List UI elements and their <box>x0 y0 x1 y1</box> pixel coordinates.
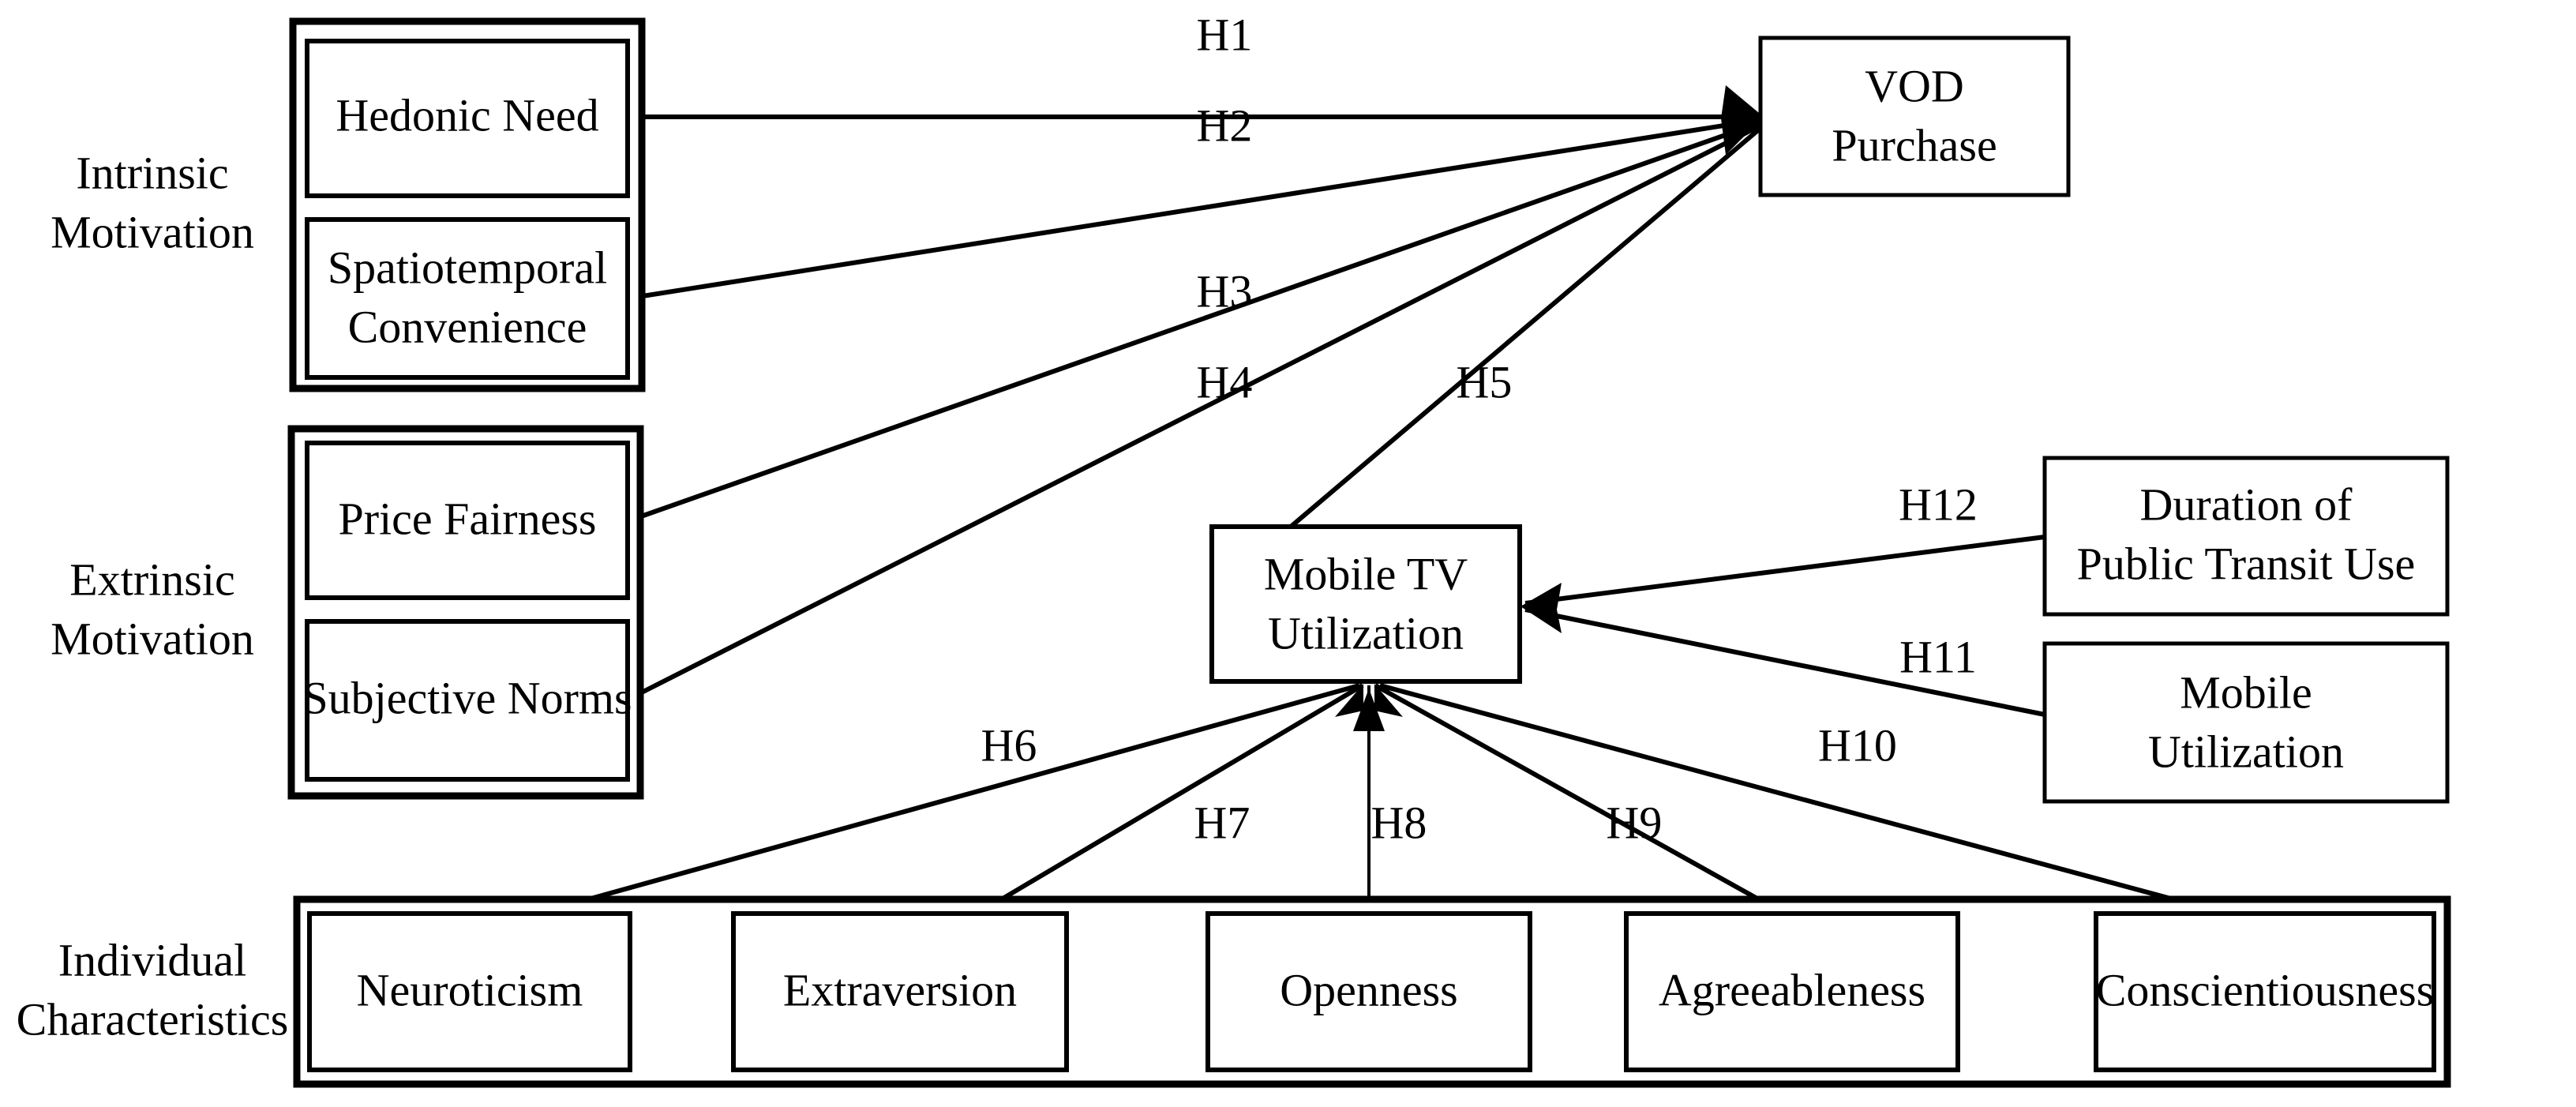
node-box-price-fairness[interactable] <box>305 441 630 600</box>
hypothesis-label-h2: H2 <box>1197 99 1253 151</box>
group-label-intrinsic-line1: Intrinsic <box>76 147 228 198</box>
node-box-mobile-tv-utilization[interactable] <box>1209 524 1522 684</box>
arrowhead-mobile-tv-center <box>1353 689 1385 731</box>
node-label-openness: Openness <box>1280 964 1458 1015</box>
link-h11 <box>1524 607 2045 717</box>
node-box-openness[interactable] <box>1206 911 1532 1072</box>
link-h12 <box>1524 535 2045 606</box>
link-h10 <box>1379 683 2227 916</box>
node-box-hedonic-need[interactable] <box>305 39 630 198</box>
node-label-subjective-norms: Subjective Norms <box>302 672 632 723</box>
group-label-extrinsic-line2: Motivation <box>51 613 254 664</box>
node-label-neuroticism: Neuroticism <box>357 964 583 1015</box>
node-label-duration-transit-line1: Duration of <box>2140 478 2353 530</box>
hypothesis-label-h7: H7 <box>1194 797 1251 848</box>
node-label-hedonic-need: Hedonic Need <box>336 89 598 141</box>
node-label-vod-purchase-line2: Purchase <box>1832 119 1997 171</box>
arrowhead-mobile-tv-right <box>1374 684 1403 717</box>
group-label-individual-line1: Individual <box>58 934 246 985</box>
node-label-mobile-utilization-line2: Utilization <box>2148 726 2344 777</box>
node-box-neuroticism[interactable] <box>307 911 632 1072</box>
node-box-conscientiousness[interactable] <box>2094 911 2436 1072</box>
node-box-extraversion[interactable] <box>731 911 1069 1072</box>
hypothesis-label-h6: H6 <box>981 719 1037 771</box>
node-label-vod-purchase-line1: VOD <box>1865 60 1964 111</box>
node-label-duration-transit-line2: Public Transit Use <box>2077 538 2416 589</box>
hypothesis-label-h3: H3 <box>1197 265 1253 317</box>
node-box-subjective-norms[interactable] <box>305 619 630 782</box>
arrowhead-mobile-tv-right-edge <box>1520 583 1562 633</box>
group-label-individual-line2: Characteristics <box>17 993 289 1045</box>
hypothesis-label-h8: H8 <box>1371 797 1427 848</box>
node-box-spatiotemporal-convenience[interactable] <box>305 217 630 380</box>
link-h7 <box>976 683 1364 916</box>
group-label-extrinsic-line1: Extrinsic <box>69 554 234 605</box>
hypothesis-label-h10: H10 <box>1818 719 1897 771</box>
hypothesis-label-h5: H5 <box>1457 356 1513 407</box>
link-h5 <box>1289 127 1760 529</box>
node-label-spatiotemporal-line2: Convenience <box>348 301 587 352</box>
node-box-duration-public-transit-use[interactable] <box>2042 456 2450 617</box>
node-box-mobile-utilization[interactable] <box>2042 641 2450 804</box>
node-label-mobile-utilization-line1: Mobile <box>2180 666 2312 718</box>
link-h3 <box>627 121 1760 523</box>
arrowhead-mobile-tv-left <box>1335 684 1363 717</box>
hypothesis-label-h4: H4 <box>1197 356 1253 407</box>
node-label-mobile-tv-line2: Utilization <box>1268 607 1464 659</box>
node-label-mobile-tv-line1: Mobile TV <box>1264 548 1468 599</box>
hypothesis-label-h1: H1 <box>1197 9 1253 60</box>
link-h4 <box>626 124 1760 702</box>
link-h6 <box>536 683 1360 916</box>
node-label-extraversion: Extraversion <box>783 964 1017 1015</box>
node-box-vod-purchase[interactable] <box>1758 36 2071 197</box>
link-h2 <box>627 118 1760 301</box>
node-label-agreeableness: Agreeableness <box>1659 964 1925 1015</box>
node-label-price-fairness: Price Fairness <box>339 493 597 544</box>
arrowhead-vod-purchase <box>1721 85 1764 155</box>
node-label-spatiotemporal-line1: Spatiotemporal <box>328 242 607 293</box>
hypothesis-label-h9: H9 <box>1607 797 1663 848</box>
node-label-conscientiousness: Conscientiousness <box>2096 964 2435 1015</box>
hypothesis-label-h12: H12 <box>1899 478 1978 530</box>
link-h9 <box>1374 683 1786 916</box>
node-box-agreeableness[interactable] <box>1624 911 1960 1072</box>
hypothesis-label-h11: H11 <box>1899 631 1977 682</box>
group-label-intrinsic-line2: Motivation <box>51 206 254 257</box>
